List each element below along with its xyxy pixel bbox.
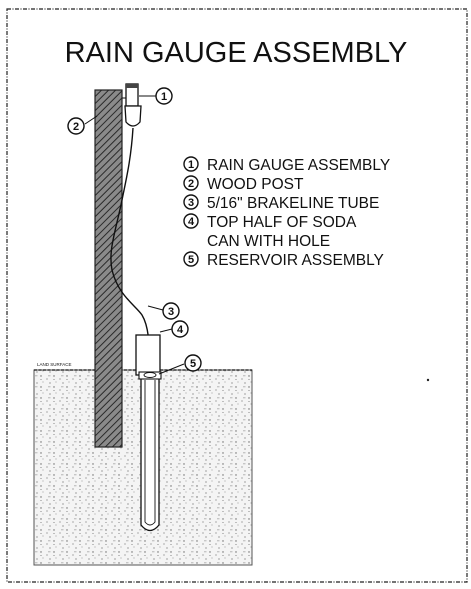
legend-1-num: 1 <box>188 159 194 171</box>
brakeline-tube <box>110 127 151 379</box>
wood-post <box>94 89 123 448</box>
diagram-frame <box>6 8 468 583</box>
leader-3 <box>147 305 164 311</box>
legend-item-2: 2 WOOD POST <box>183 175 304 193</box>
leader-4 <box>159 328 173 333</box>
reservoir-tube <box>138 371 162 532</box>
legend-4-label-line2: CAN WITH HOLE <box>207 233 330 250</box>
rain-gauge <box>122 83 142 127</box>
callout-5-num: 5 <box>190 358 196 370</box>
legend-4-label-line1: TOP HALF OF SODA <box>207 214 357 231</box>
callout-2-num: 2 <box>73 121 79 133</box>
callout-1: 1 <box>155 87 173 105</box>
legend-4-num: 4 <box>188 216 195 228</box>
callout-2: 2 <box>67 117 85 135</box>
legend-item-3: 3 5/16" BRAKELINE TUBE <box>183 194 379 212</box>
callout-4-num: 4 <box>177 324 184 336</box>
callout-3-num: 3 <box>168 306 174 318</box>
legend-3-label: 5/16" BRAKELINE TUBE <box>207 195 379 212</box>
callout-1-num: 1 <box>161 91 167 103</box>
legend-5-label: RESERVOIR ASSEMBLY <box>207 252 384 269</box>
legend: 1 RAIN GAUGE ASSEMBLY 2 WOOD POST 3 5/16… <box>183 156 390 269</box>
soda-can <box>135 334 161 376</box>
callout-5: 5 <box>184 354 202 372</box>
legend-item-5: 5 RESERVOIR ASSEMBLY <box>183 251 384 269</box>
legend-2-num: 2 <box>188 178 194 190</box>
legend-2-label: WOOD POST <box>207 176 304 193</box>
legend-5-num: 5 <box>188 254 194 266</box>
callout-3: 3 <box>162 302 180 320</box>
diagram-title: RAIN GAUGE ASSEMBLY <box>65 37 408 69</box>
land-surface-label: LAND SURFACE <box>37 362 72 367</box>
stray-mark <box>426 378 430 382</box>
leader-5 <box>158 363 185 375</box>
legend-item-4: 4 TOP HALF OF SODA CAN WITH HOLE <box>183 213 357 250</box>
legend-3-num: 3 <box>188 197 194 209</box>
legend-item-1: 1 RAIN GAUGE ASSEMBLY <box>183 156 390 174</box>
callout-4: 4 <box>171 320 189 338</box>
leader-2 <box>84 115 98 125</box>
legend-1-label: RAIN GAUGE ASSEMBLY <box>207 157 390 174</box>
